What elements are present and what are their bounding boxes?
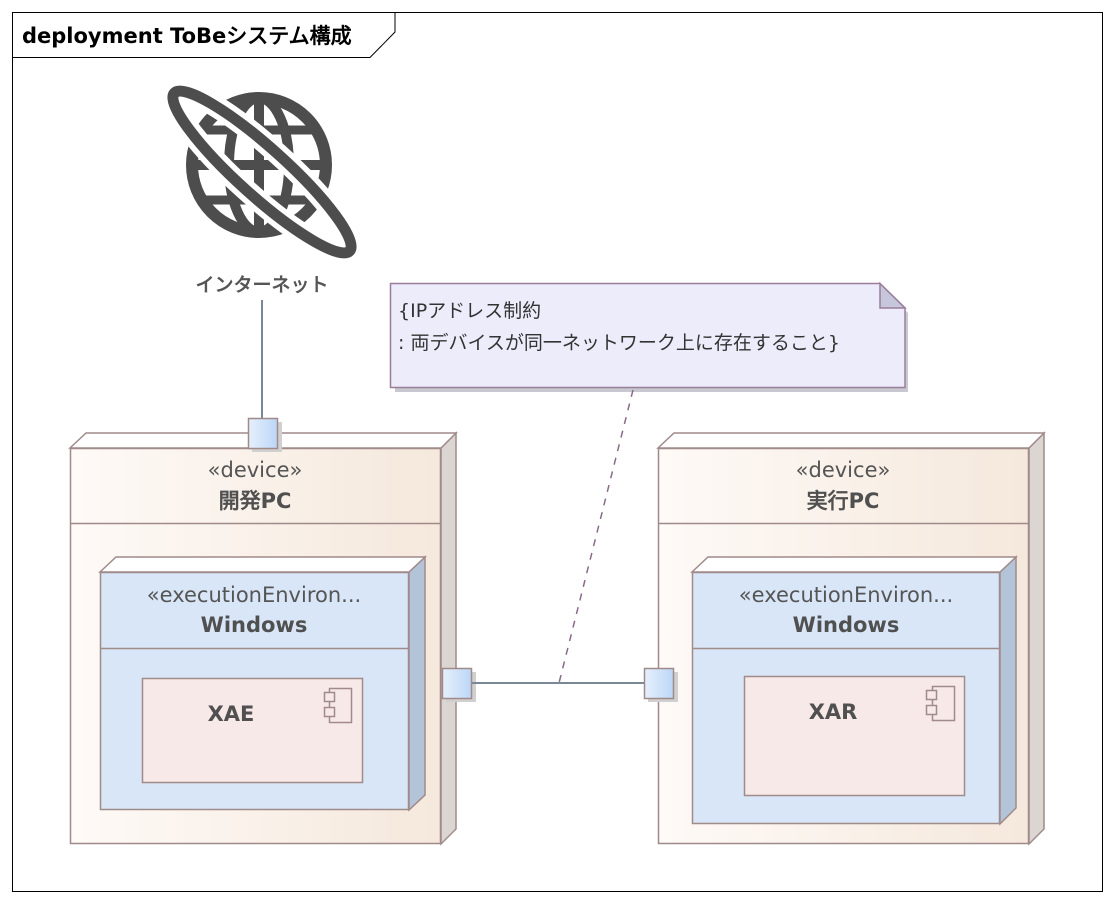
device-name: 実行PC xyxy=(807,489,880,513)
globe-icon xyxy=(161,80,363,264)
port-run-network[interactable] xyxy=(643,667,679,703)
note-line-2: : 両デバイスが同一ネットワーク上に存在すること} xyxy=(398,332,840,354)
internet-node[interactable]: インターネット xyxy=(158,75,366,296)
component-name: XAE xyxy=(208,702,255,726)
internet-label: インターネット xyxy=(195,274,328,296)
constraint-note[interactable]: {IPアドレス制約 : 両デバイスが同一ネットワーク上に存在すること} xyxy=(389,281,909,393)
environment-stereotype: «executionEnviron... xyxy=(147,583,361,607)
device-stereotype: «device» xyxy=(208,458,303,482)
component-icon xyxy=(323,687,353,724)
execution-environment[interactable]: «executionEnviron... Windows XAR xyxy=(690,555,1018,826)
port-internet[interactable] xyxy=(247,417,283,453)
environment-stereotype: «executionEnviron... xyxy=(739,583,953,607)
execution-environment[interactable]: «executionEnviron... Windows XAE xyxy=(98,555,427,812)
component-name: XAR xyxy=(809,700,858,724)
port-dev-network[interactable] xyxy=(441,667,477,703)
diagram-title: deployment ToBeシステム構成 xyxy=(22,24,352,48)
device-name: 開発PC xyxy=(219,489,292,513)
device-node-dev-pc[interactable]: «device» 開発PC «executionEnviron... Windo… xyxy=(68,417,477,846)
component-xae[interactable]: XAE xyxy=(141,677,364,784)
component-xar[interactable]: XAR xyxy=(743,675,966,797)
device-node-run-pc[interactable]: «device» 実行PC «executionEnviron... Windo… xyxy=(643,431,1046,846)
environment-name: Windows xyxy=(201,613,308,637)
device-stereotype: «device» xyxy=(796,458,891,482)
component-icon xyxy=(925,685,956,722)
environment-name: Windows xyxy=(793,613,900,637)
note-line-1: {IPアドレス制約 xyxy=(398,300,541,322)
